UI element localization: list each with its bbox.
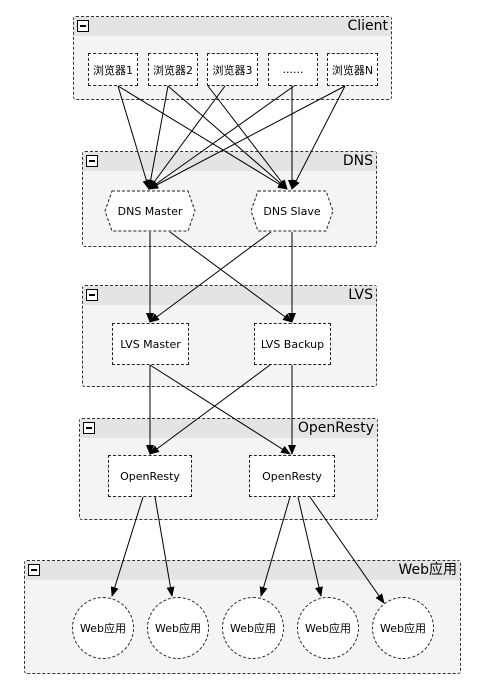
lvs-master-node[interactable]: LVS Master [112,323,189,365]
hexagon-shape [250,190,334,232]
web-app-node-2[interactable]: Web应用 [147,597,209,659]
dns-slave-label: DNS Slave [263,204,321,218]
dns-slave-node[interactable]: DNS Slave [250,190,334,232]
collapse-icon[interactable] [83,422,95,434]
collapse-icon[interactable] [86,289,98,301]
collapse-icon[interactable] [77,20,89,32]
openresty-group-title: OpenResty [297,420,374,436]
lvs-backup-node[interactable]: LVS Backup [254,323,331,365]
lvs-group-header [83,286,376,305]
browser-node-1[interactable]: 浏览器1 [88,53,138,86]
hexagon-shape [104,190,196,232]
web-group-title: Web应用 [398,562,457,578]
browser-node-3[interactable]: 浏览器3 [207,53,258,86]
web-app-node-1[interactable]: Web应用 [72,597,134,659]
collapse-icon[interactable] [28,564,40,576]
collapse-icon[interactable] [86,155,98,167]
client-group-header [74,17,391,36]
web-app-node-4[interactable]: Web应用 [297,597,359,659]
dns-master-label: DNS Master [117,204,183,218]
lvs-group-title: LVS [348,287,373,303]
dns-master-node[interactable]: DNS Master [104,190,196,232]
openresty-node-2[interactable]: OpenResty [249,455,335,497]
browser-node-n[interactable]: 浏览器N [327,53,378,86]
web-group-header [25,561,460,580]
web-app-node-3[interactable]: Web应用 [222,597,284,659]
web-app-node-5[interactable]: Web应用 [372,597,434,659]
client-group-title: Client [347,18,388,34]
dns-group-header [83,152,376,171]
dns-group-title: DNS [342,153,373,169]
browser-node-ellipsis[interactable]: ...... [268,53,318,86]
openresty-node-1[interactable]: OpenResty [108,455,192,497]
browser-node-2[interactable]: 浏览器2 [148,53,198,86]
